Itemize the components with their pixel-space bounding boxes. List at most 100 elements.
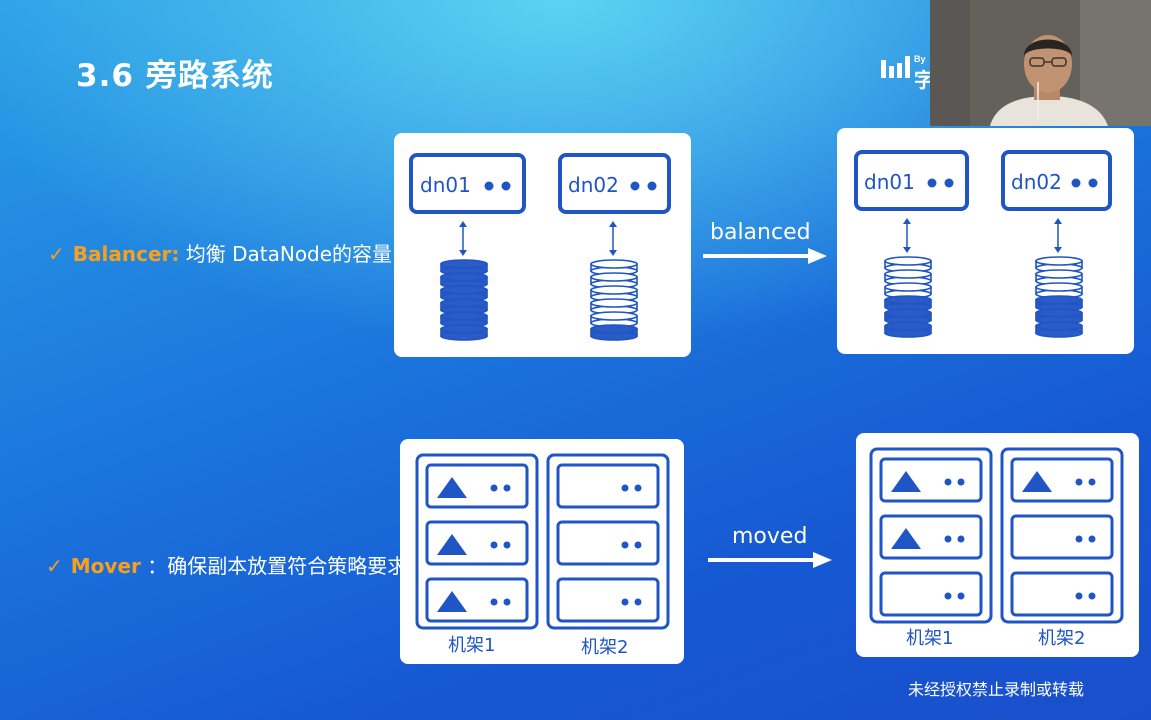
status-dot-icon xyxy=(1071,178,1081,188)
server-slot xyxy=(556,463,660,509)
balancer-keyword: Balancer: xyxy=(72,242,180,266)
status-dot-icon xyxy=(634,541,642,549)
disk-stack-icon xyxy=(1035,256,1083,338)
right-arrow-icon xyxy=(708,552,832,568)
status-dot-icon xyxy=(490,484,498,492)
presenter-person-icon xyxy=(930,0,1151,126)
status-dot-icon xyxy=(634,484,642,492)
mover-before-panel: 机架1 机架2 xyxy=(400,439,684,664)
replica-triangle-icon xyxy=(437,534,467,555)
server-slot xyxy=(556,520,660,566)
status-dot-icon xyxy=(503,541,511,549)
status-dot-icon xyxy=(944,178,954,188)
status-dot-icon xyxy=(1075,535,1083,543)
status-dot-icon xyxy=(490,598,498,606)
datanode-label: dn02 xyxy=(1011,170,1062,194)
rack-label: 机架2 xyxy=(1038,628,1085,649)
mover-description: ：确保副本放置符合策略要求 xyxy=(147,554,408,578)
rack-label: 机架2 xyxy=(581,637,628,658)
disk-filled xyxy=(884,321,932,338)
rack xyxy=(869,447,993,624)
status-dot-icon xyxy=(490,541,498,549)
disk-filled xyxy=(1035,321,1083,338)
balancer-before-diagram: dn01 dn02 xyxy=(409,153,671,341)
logo-char: 字 xyxy=(914,70,930,92)
status-dot-icon xyxy=(501,181,511,191)
status-dot-icon xyxy=(1088,535,1096,543)
mover-before-diagram: 机架1 机架2 xyxy=(415,453,670,658)
datanode-label: dn01 xyxy=(420,173,471,197)
server-slot xyxy=(1010,514,1114,560)
replica-triangle-icon xyxy=(891,471,921,492)
logo-by-text: By xyxy=(914,54,926,64)
mover-keyword: Mover xyxy=(70,554,141,578)
balancer-after-panel: dn01 dn02 xyxy=(837,128,1134,354)
datanode-dn02: dn02 xyxy=(558,153,671,341)
check-icon: ✓ xyxy=(46,554,63,578)
status-dot-icon xyxy=(957,478,965,486)
copyright-notice: 未经授权禁止录制或转载 xyxy=(908,680,1085,699)
datanode-label: dn01 xyxy=(864,170,915,194)
balancer-before-panel: dn01 dn02 xyxy=(394,133,691,357)
presenter-webcam xyxy=(930,0,1151,126)
right-arrow-icon xyxy=(703,248,827,264)
status-dot-icon xyxy=(621,598,629,606)
status-dot-icon xyxy=(1075,478,1083,486)
server-slot-with-replica xyxy=(425,577,529,623)
disk-filled xyxy=(440,324,488,341)
disk-filled xyxy=(590,324,638,341)
replica-triangle-icon xyxy=(1022,471,1052,492)
status-dot-icon xyxy=(1075,592,1083,600)
status-dot-icon xyxy=(503,598,511,606)
server-slot xyxy=(879,571,983,617)
mover-bullet: ✓ Mover ：确保副本放置符合策略要求 xyxy=(46,550,407,579)
server-slot xyxy=(1010,571,1114,617)
rack xyxy=(415,453,539,630)
rack xyxy=(1000,447,1124,624)
disk-stack-icon xyxy=(884,256,932,338)
status-dot-icon xyxy=(621,484,629,492)
bar-chart-logo-icon xyxy=(881,56,910,78)
server-slot xyxy=(556,577,660,623)
server-slot-with-replica xyxy=(879,514,983,560)
balancer-description: 均衡 DataNode的容量 xyxy=(185,242,393,266)
check-icon: ✓ xyxy=(48,242,65,266)
status-dot-icon xyxy=(630,181,640,191)
datanode-dn02: dn02 xyxy=(1001,150,1112,338)
server-slot-with-replica xyxy=(1010,457,1114,503)
status-dot-icon xyxy=(484,181,494,191)
status-dot-icon xyxy=(944,478,952,486)
datanode-dn01: dn01 xyxy=(854,150,969,338)
company-logo: By 字 xyxy=(880,52,930,92)
rack-label: 机架1 xyxy=(448,635,495,656)
status-dot-icon xyxy=(944,535,952,543)
disk-empty xyxy=(590,311,638,328)
balancer-bullet: ✓ Balancer: 均衡 DataNode的容量 xyxy=(48,238,392,267)
server-slot-with-replica xyxy=(879,457,983,503)
rack xyxy=(546,453,670,630)
status-dot-icon xyxy=(634,598,642,606)
slide-title: 3.6 旁路系统 xyxy=(76,58,274,94)
rack-label: 机架1 xyxy=(906,628,953,649)
mover-after-panel: 机架1 机架2 xyxy=(856,433,1139,657)
status-dot-icon xyxy=(621,541,629,549)
status-dot-icon xyxy=(944,592,952,600)
disk-stack-icon xyxy=(440,259,488,341)
server-slot-with-replica xyxy=(425,520,529,566)
replica-triangle-icon xyxy=(891,528,921,549)
disk-filled xyxy=(440,298,488,315)
status-dot-icon xyxy=(927,178,937,188)
status-dot-icon xyxy=(957,592,965,600)
replica-triangle-icon xyxy=(437,477,467,498)
balanced-arrow-label: balanced xyxy=(710,220,811,245)
disk-stack-icon xyxy=(590,259,638,341)
status-dot-icon xyxy=(957,535,965,543)
server-slot-with-replica xyxy=(425,463,529,509)
status-dot-icon xyxy=(503,484,511,492)
mover-after-diagram: 机架1 机架2 xyxy=(869,447,1124,649)
balancer-after-diagram: dn01 dn02 xyxy=(854,150,1112,338)
status-dot-icon xyxy=(1088,592,1096,600)
status-dot-icon xyxy=(647,181,657,191)
disk-filled xyxy=(884,295,932,312)
